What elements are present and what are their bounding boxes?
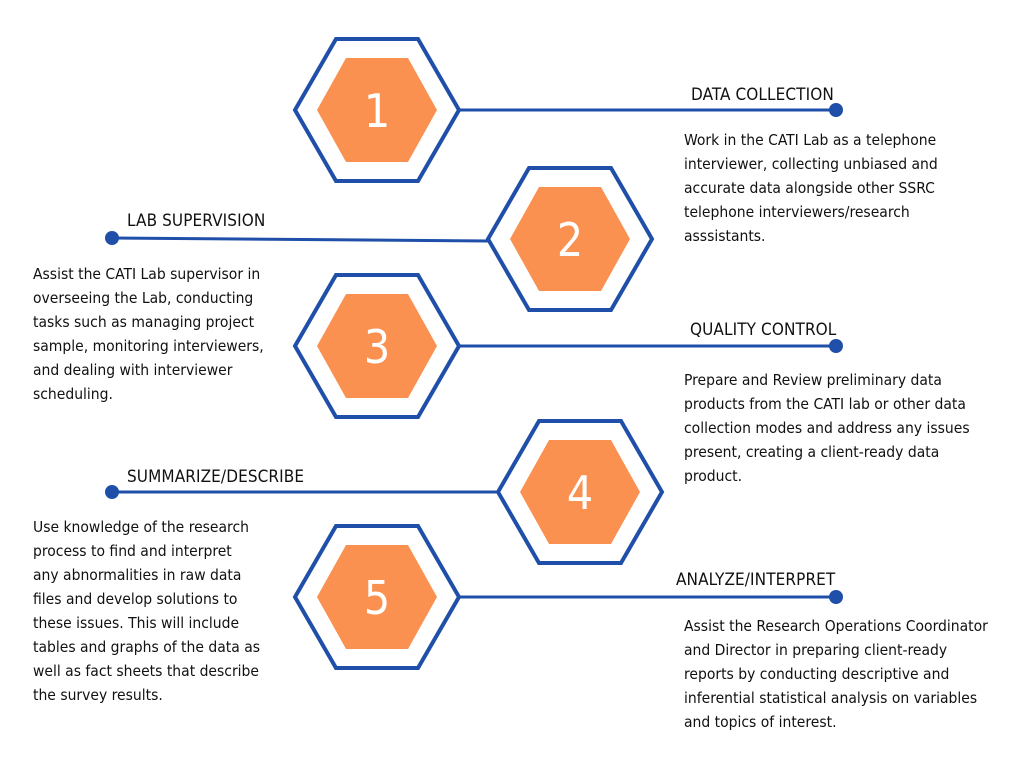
hexagon-number-4: 4 (567, 466, 593, 520)
step-1-description: Work in the CATI Lab as a telephone inte… (684, 131, 938, 245)
connector-dot-4 (105, 485, 119, 499)
hexagon-4: 4 (495, 419, 665, 565)
step-1-title: DATA COLLECTION (691, 85, 834, 105)
hexagon-2: 2 (485, 166, 655, 312)
step-2-description: Assist the CATI Lab supervisor in overse… (33, 265, 264, 403)
step-4-title: SUMMARIZE/DESCRIBE (127, 467, 305, 487)
step-5-title: ANALYZE/INTERPRET (676, 570, 836, 590)
hexagon-5: 5 (292, 524, 462, 670)
step-3-description: Prepare and Review preliminary data prod… (684, 371, 970, 485)
connector-dot-3 (829, 339, 843, 353)
step-2-title: LAB SUPERVISION (127, 211, 266, 231)
step-3-title: QUALITY CONTROL (690, 320, 837, 340)
connector-dot-2 (105, 231, 119, 245)
hexagon-3: 3 (292, 273, 462, 419)
hexagon-number-1: 1 (364, 84, 390, 138)
hexagon-number-5: 5 (364, 571, 390, 625)
connector-dot-1 (829, 103, 843, 117)
step-4-description: Use knowledge of the research process to… (33, 518, 261, 704)
step-5-description: Assist the Research Operations Coordinat… (684, 617, 988, 731)
hexagon-number-3: 3 (364, 320, 390, 374)
hexagon-number-2: 2 (557, 213, 583, 267)
connector-line-2 (111, 236, 489, 243)
connector-dot-5 (829, 590, 843, 604)
hexagon-1: 1 (292, 37, 462, 183)
